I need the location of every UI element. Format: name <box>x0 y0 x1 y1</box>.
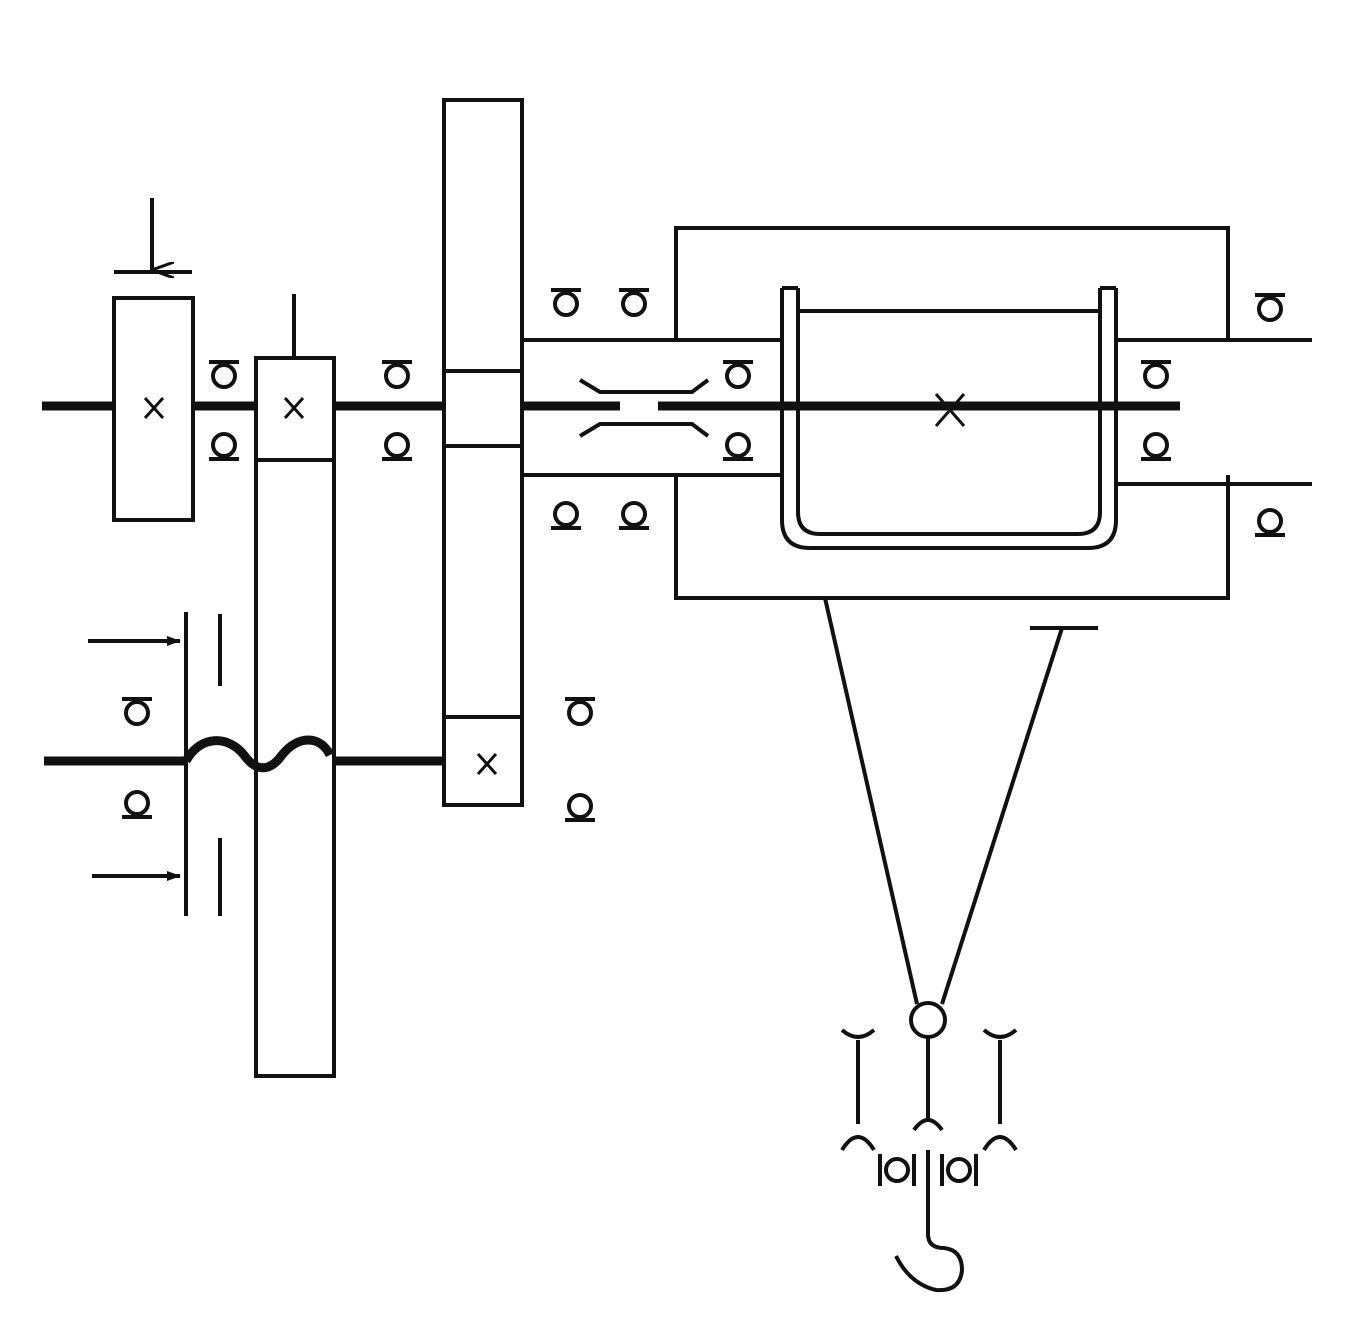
hook <box>894 1233 965 1293</box>
intermediate-gear-mark <box>476 752 498 776</box>
hollow-sleeve <box>522 338 780 477</box>
hook-block <box>840 1001 1018 1293</box>
coupling-top <box>578 378 710 394</box>
bearing-pair-lower-right <box>565 697 595 822</box>
rope-drum <box>780 286 1118 550</box>
bearing-pair-sleeve-inner <box>723 360 753 461</box>
input-pulley <box>112 198 195 522</box>
bearing-pair-2 <box>382 360 412 461</box>
bearing-pair-drum-right <box>1141 360 1171 461</box>
bearing-pair-1 <box>209 360 239 461</box>
intermediate-gear <box>442 98 524 807</box>
drum-housing <box>674 226 1312 600</box>
lower-shaft <box>44 612 444 916</box>
bearing-pair-sleeve-outer <box>551 288 649 530</box>
pinion-1 <box>254 294 336 1078</box>
pinion-1-mark <box>283 396 305 420</box>
coupling-bottom <box>578 422 710 438</box>
hoist-rope <box>823 597 1098 1005</box>
sheave <box>909 1001 947 1039</box>
pulley-hub-mark <box>143 396 165 420</box>
bearing-pair-housing-right <box>1255 293 1285 537</box>
bearing-pair-lower-left <box>122 697 152 819</box>
hook-thrust-bearing <box>878 1154 978 1186</box>
drum-mark <box>934 393 966 427</box>
